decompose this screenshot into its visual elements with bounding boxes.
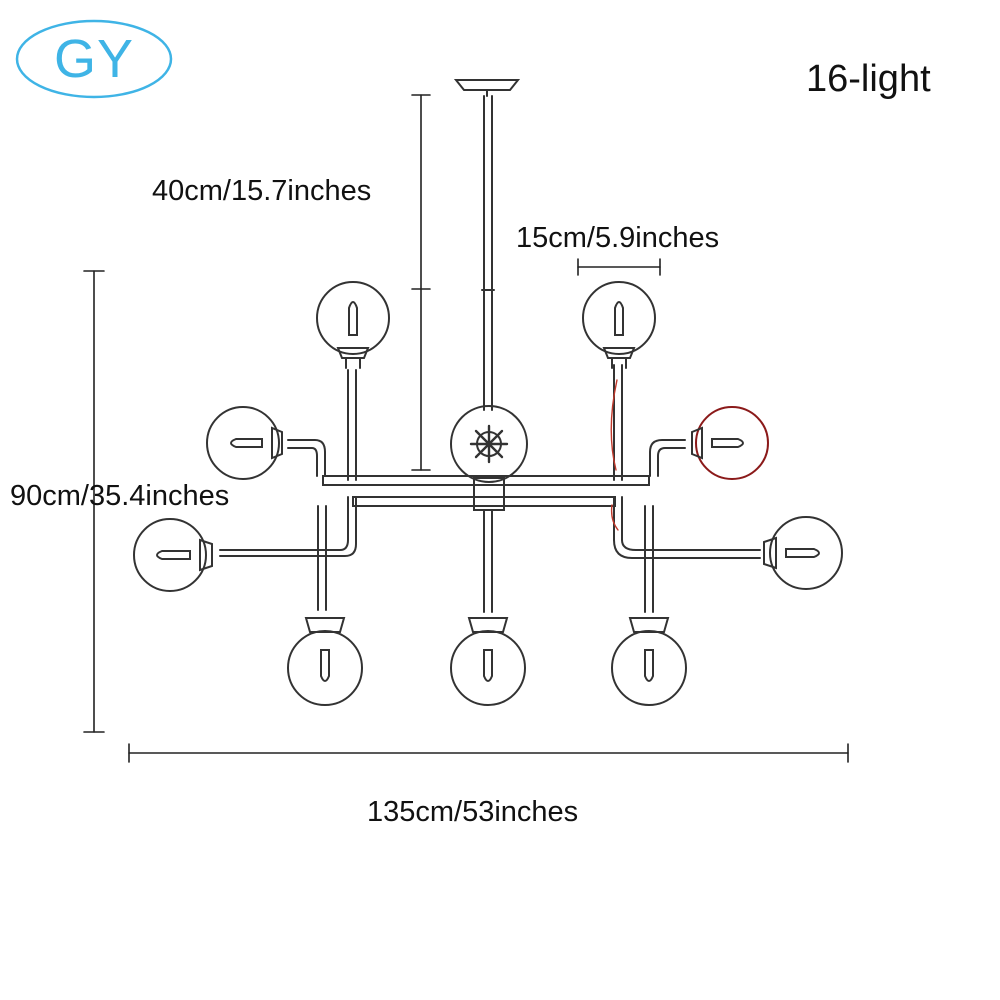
down-rod [481, 95, 495, 411]
arm-right-mid [649, 439, 686, 477]
dimension-line-globe [577, 258, 661, 276]
arm-right-low [613, 505, 761, 613]
dimension-label-height: 90cm/35.4inches [10, 480, 230, 512]
dimension-line-width [128, 743, 849, 763]
globe-mid-left [206, 406, 283, 480]
dimension-line-drop [411, 94, 431, 471]
ceiling-canopy [453, 79, 521, 97]
variant-label: 16-light [806, 58, 931, 100]
arm-center-low [483, 509, 493, 613]
globe-bottom-right [611, 617, 687, 706]
globe-low-right [763, 516, 843, 590]
center-hub [450, 405, 528, 511]
globe-bottom-left [287, 617, 363, 706]
arm-left-low [219, 505, 357, 611]
dimension-label-drop: 40cm/15.7inches [152, 175, 372, 207]
globe-top-left [316, 281, 390, 369]
globe-bottom-center [450, 617, 526, 706]
globe-low-left [133, 518, 213, 592]
globe-mid-right [691, 406, 769, 480]
brand-logo: GY [14, 18, 174, 100]
logo-text: GY [53, 29, 135, 89]
wire-accent [610, 379, 619, 531]
logo-ellipse [15, 19, 173, 99]
main-bars [322, 475, 650, 507]
dimension-line-height [83, 270, 105, 733]
dimension-label-width: 135cm/53inches [367, 796, 579, 828]
arm-left-mid [287, 439, 326, 477]
globe-top-right [582, 281, 656, 369]
dimension-label-globe: 15cm/5.9inches [516, 222, 720, 254]
